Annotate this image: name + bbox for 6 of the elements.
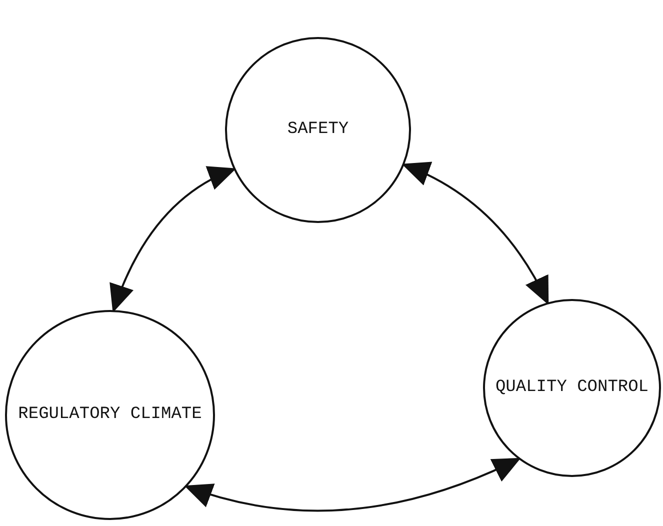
double-headed-arrow xyxy=(402,162,549,305)
double-headed-arrow xyxy=(110,167,236,313)
node-label: SAFETY xyxy=(287,118,349,141)
node-label: REGULATORY CLIMATE xyxy=(18,404,202,426)
double-headed-arrow xyxy=(184,458,521,512)
node-label: QUALITY CONTROL xyxy=(495,376,649,399)
